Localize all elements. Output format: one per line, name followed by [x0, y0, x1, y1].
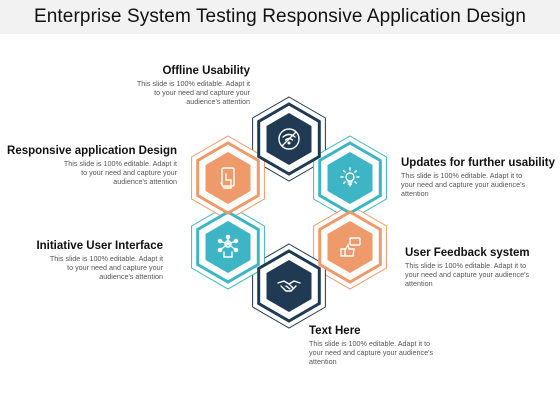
page-title: Enterprise System Testing Responsive App… [33, 6, 526, 27]
title-bar [0, 0, 560, 34]
label-responsive-design: Responsive application Design This slide… [0, 145, 177, 186]
network-hand-icon [217, 234, 239, 258]
label-description: This slide is 100% editable. Adapt it to… [63, 159, 177, 186]
lightbulb-gear-icon [340, 167, 360, 187]
label-offline-usability: Offline Usability This slide is 100% edi… [70, 65, 250, 106]
label-heading: Offline Usability [162, 65, 250, 77]
label-updates: Updates for further usability This slide… [401, 157, 555, 198]
hexagon-core [205, 152, 251, 204]
touch-device-icon [220, 167, 235, 189]
label-description: This slide is 100% editable. Adapt it to… [309, 339, 434, 366]
label-heading: Updates for further usability [401, 157, 555, 169]
label-heading: Initiative User Interface [36, 240, 163, 252]
hexagon-core [327, 221, 373, 273]
label-heading: Text Here [309, 325, 361, 337]
label-description: This slide is 100% editable. Adapt it to… [401, 171, 526, 198]
label-text-here: Text Here This slide is 100% editable. A… [309, 325, 459, 366]
label-description: This slide is 100% editable. Adapt it to… [49, 254, 163, 281]
label-description: This slide is 100% editable. Adapt it to… [405, 261, 530, 288]
label-heading: Responsive application Design [7, 145, 177, 157]
label-initiative-ui: Initiative User Interface This slide is … [0, 240, 163, 281]
label-user-feedback: User Feedback system This slide is 100% … [405, 247, 555, 288]
hexagon-core [327, 152, 373, 204]
label-description: This slide is 100% editable. Adapt it to… [136, 79, 250, 106]
label-heading: User Feedback system [405, 247, 530, 259]
thumbs-up-feedback-icon [340, 237, 361, 257]
hexagon-core [266, 260, 312, 312]
no-wifi-icon [278, 128, 300, 150]
handshake-icon [277, 280, 301, 292]
